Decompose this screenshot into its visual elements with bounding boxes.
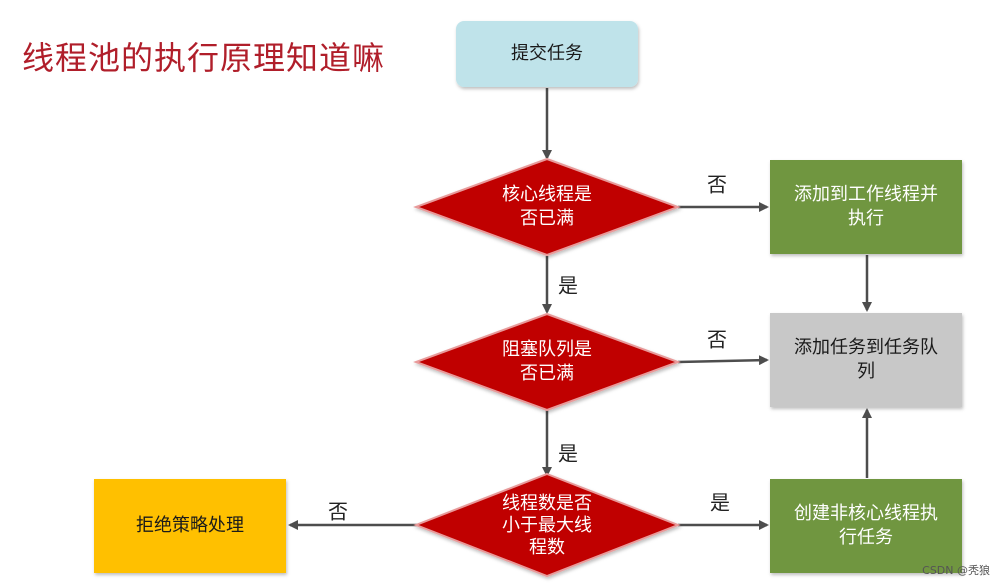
add-worker-box [770,160,962,254]
submit-task-box [456,21,638,87]
submit-task-label: 提交任务 [511,43,583,64]
edge-label-queue-yes: 是 [558,441,578,466]
max-threads-label: 线程数是否 小于最大线 程数 [502,493,592,558]
add-queue-box [770,313,962,407]
add-worker-label: 添加到工作线程并 执行 [794,184,938,229]
max-threads-decision [413,472,681,578]
create-noncore-box [770,479,962,573]
arrow-queue-no [677,355,769,366]
reject-label: 拒绝策略处理 [136,515,244,536]
queue-full-label: 阻塞队列是 否已满 [502,339,592,384]
edge-label-core-no: 否 [707,172,727,197]
core-full-label: 核心线程是 否已满 [502,184,592,229]
create-noncore-label: 创建非核心线程执 行任务 [794,503,938,548]
edge-label-max-yes: 是 [710,490,730,515]
edge-label-queue-no: 否 [707,327,727,352]
page-title: 线程池的执行原理知道嘛 [22,39,386,77]
edge-label-core-yes: 是 [558,273,578,298]
edge-label-max-no: 否 [328,499,348,524]
add-queue-label: 添加任务到任务队 列 [794,337,938,382]
reject-box [94,479,286,573]
queue-full-decision [413,312,681,412]
core-full-decision [413,157,681,257]
watermark: CSDN @秃狼 [922,564,990,577]
